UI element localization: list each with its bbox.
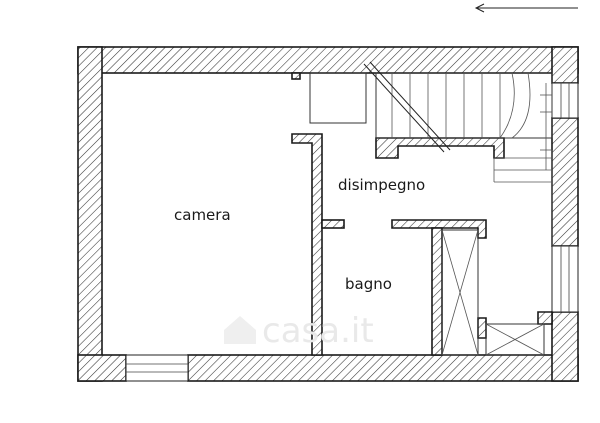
arrow-left-icon	[474, 3, 578, 13]
watermark: casa.it	[224, 311, 374, 351]
house-logo-icon	[224, 316, 256, 344]
watermark-text: casa.it	[262, 311, 374, 351]
wall-bottom-right	[187, 354, 579, 382]
wall-disimpegno-left	[321, 219, 345, 229]
wall-stub-right-lower	[537, 311, 553, 325]
window-right-upper	[551, 82, 579, 119]
staircase	[363, 61, 553, 183]
wall-bottom-left	[77, 354, 127, 382]
wall-stub-bottom-right	[477, 317, 487, 339]
window-bottom	[125, 354, 189, 382]
room-label-disimpegno: disimpegno	[338, 176, 425, 194]
wall-right-middle	[551, 117, 579, 247]
wall-right-lower	[551, 311, 579, 382]
room-label-camera: camera	[174, 206, 231, 224]
wardrobe-top	[309, 72, 367, 124]
room-label-bagno: bagno	[345, 275, 392, 293]
wall-stair-landing	[375, 137, 505, 159]
wall-bagno-right	[431, 227, 443, 356]
wall-right-upper	[551, 46, 579, 84]
shaft-x	[441, 229, 479, 356]
wall-top	[77, 46, 579, 74]
wall-stub-top	[291, 72, 301, 80]
window-right-lower	[551, 245, 579, 313]
wall-camera-partition	[291, 133, 323, 356]
wall-left	[77, 46, 103, 382]
closet-x	[485, 323, 545, 356]
door-right	[540, 149, 553, 246]
